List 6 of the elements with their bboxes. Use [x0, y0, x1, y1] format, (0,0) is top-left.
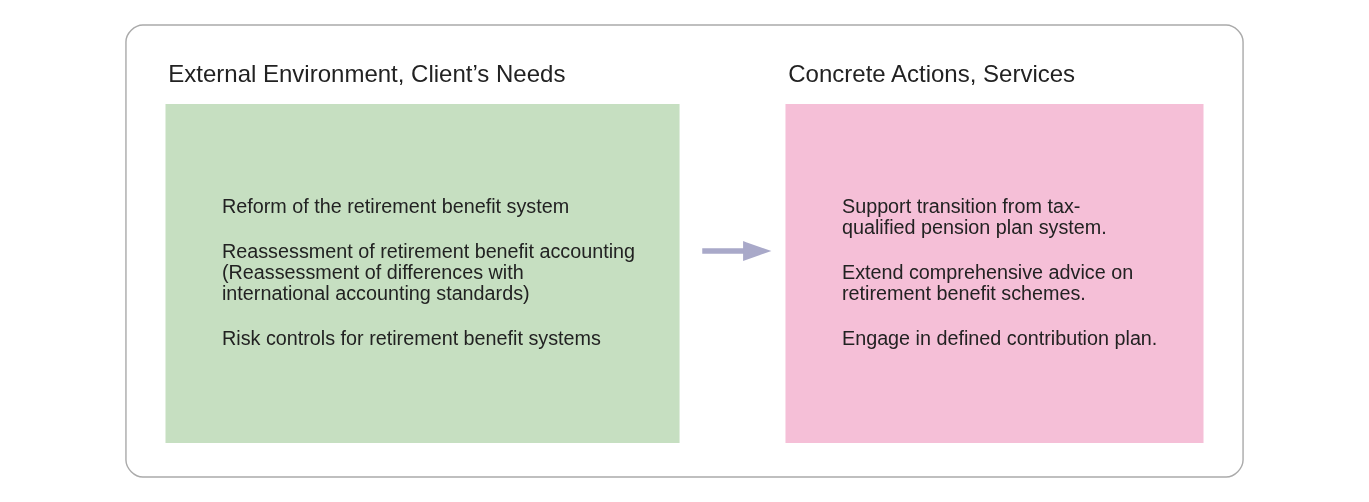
arrow	[702, 241, 772, 261]
node-label: Concrete Actions, Services	[788, 60, 1076, 88]
node-label: External Environment, Client’s Needs	[168, 60, 566, 88]
node-box: Support transition from tax-qualified pension plan system. Extend comprehensive advice on retirement benefit schemes. Engage in defined contribution plan.	[785, 104, 1204, 444]
cluster	[125, 24, 1244, 478]
node-box: Reform of the retirement benefit system Reassessment of retirement benefit accounting (Reassessment of differences with international accounting standards) Risk controls for retirement benefit systems	[165, 104, 680, 444]
